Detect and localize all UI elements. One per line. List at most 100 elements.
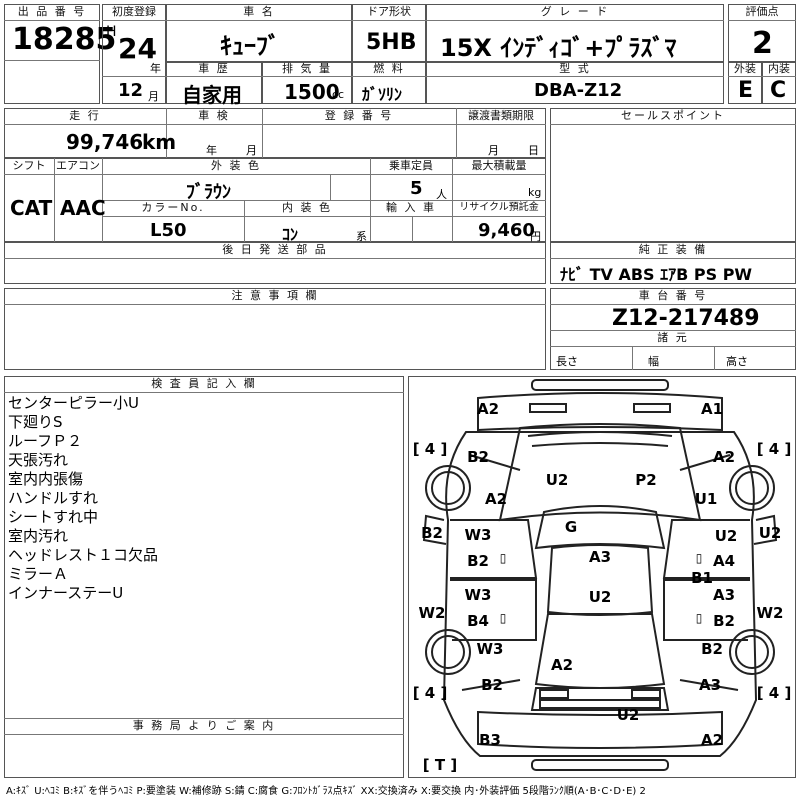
- car-name-cell: [166, 4, 352, 62]
- damage-code-label: A2: [485, 490, 507, 508]
- door-handle-mark: ▯: [500, 551, 507, 565]
- ext-color: ﾌﾞﾗｳﾝ: [186, 182, 231, 203]
- damage-code-label: W2: [757, 604, 784, 622]
- inspector-note: 天張汚れ: [8, 451, 69, 469]
- displacement-label: 排 気 量: [282, 62, 332, 75]
- mileage: 99,746: [66, 130, 144, 154]
- inspector-note: 室内内張傷: [8, 470, 84, 488]
- chassis-cell: [550, 288, 796, 370]
- inspector-cell: [4, 376, 404, 778]
- sales-point-cell: [550, 108, 796, 242]
- tire-depth-mark: [ 4 ]: [413, 440, 448, 458]
- capacity: 5: [410, 178, 423, 199]
- model-cell: [426, 62, 724, 104]
- damage-code-label: B2: [467, 552, 489, 570]
- shift-label: シフト: [12, 159, 46, 172]
- first-reg-label: 初度登録: [112, 5, 156, 18]
- history-cell: [166, 62, 262, 104]
- capacity-unit: 人: [436, 188, 447, 201]
- damage-code-label: A4: [713, 552, 735, 570]
- month-unit: 月: [148, 90, 159, 103]
- mileage-row: [4, 108, 546, 158]
- lot-cell: [4, 4, 100, 104]
- exterior-label: 外装: [734, 62, 756, 75]
- load-label: 最大積載量: [471, 159, 527, 172]
- history: 自家用: [182, 83, 242, 107]
- damage-code-label: U2: [617, 706, 640, 724]
- inspector-note: ミラーＡ: [8, 565, 69, 583]
- length-label: 長さ: [556, 355, 578, 368]
- equipment-label: 純 正 装 備: [638, 243, 708, 256]
- fuel-label: 燃 料: [373, 62, 405, 75]
- color-no: L50: [150, 220, 187, 241]
- damage-code-label: P2: [635, 471, 656, 489]
- door-handle-mark: ▯: [696, 551, 703, 565]
- score-label: 評価点: [745, 5, 779, 18]
- inspector-note: ハンドルすれ: [8, 489, 99, 507]
- displacement: 1500: [284, 80, 340, 104]
- tire-depth-mark: [ 4 ]: [413, 684, 448, 702]
- interior-cell: [762, 62, 796, 104]
- tire-depth-mark: [ 4 ]: [757, 440, 792, 458]
- caution-label: 注 意 事 項 欄: [231, 289, 319, 302]
- inspector-note: ルーフＰ２: [8, 432, 83, 450]
- tire-depth-mark: [ T ]: [423, 756, 457, 774]
- int-color-label: 内 装 色: [282, 201, 332, 214]
- displacement-cell: [262, 62, 352, 104]
- damage-code-label: A2: [701, 731, 723, 749]
- car-diagram-panel: [408, 376, 796, 778]
- load-unit: kg: [528, 186, 542, 199]
- grade-label: グ レ ー ド: [540, 5, 610, 18]
- inspector-note: 室内汚れ: [8, 527, 69, 545]
- damage-code-label: A2: [713, 448, 735, 466]
- door-type: 5HB: [366, 30, 417, 55]
- capacity-label: 乗車定員: [389, 159, 433, 172]
- first-registration-cell: [102, 4, 166, 104]
- transfer-month-unit: 月: [488, 144, 499, 157]
- later-parts-cell: [4, 242, 546, 284]
- interior-label: 内装: [768, 62, 790, 75]
- exterior-cell: [728, 62, 762, 104]
- office-label: 事 務 局 よ り ご 案 内: [132, 719, 276, 732]
- first-reg-year: 24: [118, 32, 157, 65]
- damage-code-label: B2: [467, 448, 489, 466]
- damage-code-label: B2: [421, 524, 443, 542]
- damage-code-label: W3: [465, 526, 492, 544]
- damage-code-label: B2: [481, 676, 503, 694]
- damage-code-label: U1: [695, 490, 718, 508]
- recycle-fee: 9,460: [478, 220, 535, 241]
- inspector-note: インナーステーU: [8, 584, 124, 602]
- year-unit: 年: [150, 62, 161, 75]
- displacement-unit: cc: [332, 88, 345, 101]
- exterior-rating: E: [738, 78, 754, 103]
- damage-code-label: A2: [551, 656, 573, 674]
- damage-code-label: A1: [701, 400, 723, 418]
- score-cell: [728, 4, 796, 62]
- damage-code-label: U2: [715, 527, 738, 545]
- mileage-label: 走 行: [69, 109, 101, 122]
- equipment-cell: [550, 242, 796, 284]
- score: 2: [752, 26, 773, 61]
- chassis-number: Z12-217489: [612, 306, 760, 331]
- sales-point-label: セールスポイント: [621, 109, 725, 122]
- damage-code-label: B3: [479, 731, 501, 749]
- history-label: 車 歴: [198, 62, 230, 75]
- transfer-label: 譲渡書類期限: [468, 109, 534, 122]
- inspection-year-unit: 年: [206, 144, 217, 157]
- ext-color-label: 外 装 色: [211, 159, 261, 172]
- color-no-label: カラーNo.: [141, 201, 205, 214]
- interior-rating: C: [770, 78, 787, 103]
- inspection-label: 車 検: [198, 109, 230, 122]
- ac-label: エアコン: [56, 159, 100, 172]
- height-label: 高さ: [726, 355, 748, 368]
- width-label: 幅: [648, 355, 659, 368]
- model-label: 型 式: [559, 62, 591, 75]
- car-name-label: 車 名: [243, 5, 275, 18]
- inspector-note: 下廻りS: [8, 413, 63, 431]
- era: H: [106, 24, 117, 40]
- spec-label: 諸 元: [657, 331, 689, 344]
- damage-legend: A:ｷｽﾞ U:ﾍｺﾐ B:ｷｽﾞを伴うﾍｺﾐ P:要塗装 W:補修跡 S:錆 …: [6, 786, 646, 797]
- door-label: ドア形状: [367, 5, 411, 18]
- later-parts-label: 後 日 発 送 部 品: [222, 243, 328, 256]
